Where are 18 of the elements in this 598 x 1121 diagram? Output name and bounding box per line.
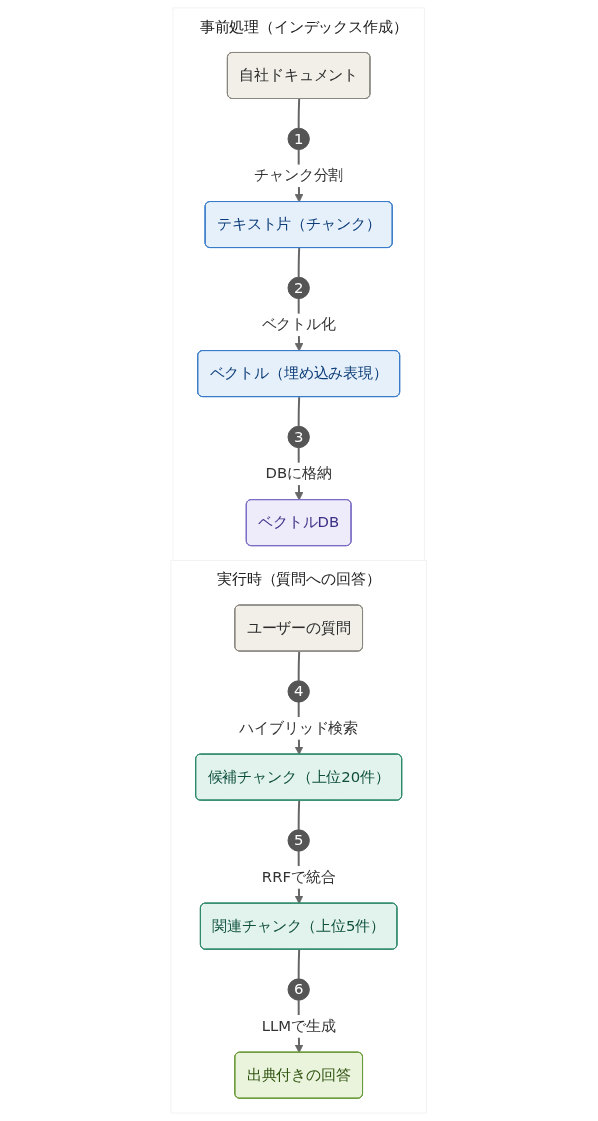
node-circle: 4 — [287, 680, 311, 703]
connector — [298, 396, 301, 428]
connector — [298, 799, 301, 831]
node-circle: 3 — [287, 425, 311, 449]
node-circle: 2 — [287, 276, 311, 300]
connector — [298, 650, 301, 682]
edge-label: DBに格納 — [265, 464, 333, 483]
edge-label: RRFで統合 — [262, 867, 336, 886]
connector — [298, 948, 301, 980]
edge-label: ハイブリッド検索 — [239, 718, 359, 737]
edge-label: LLMで生成 — [262, 1017, 336, 1035]
node-circle: 1 — [287, 127, 311, 151]
edge-label: チャンク分割 — [254, 166, 344, 185]
edge-label: ベクトル化 — [261, 315, 337, 334]
node-circle: 6 — [287, 978, 311, 1001]
connector — [298, 247, 301, 279]
connector — [298, 98, 301, 130]
node-circle: 5 — [287, 829, 311, 852]
